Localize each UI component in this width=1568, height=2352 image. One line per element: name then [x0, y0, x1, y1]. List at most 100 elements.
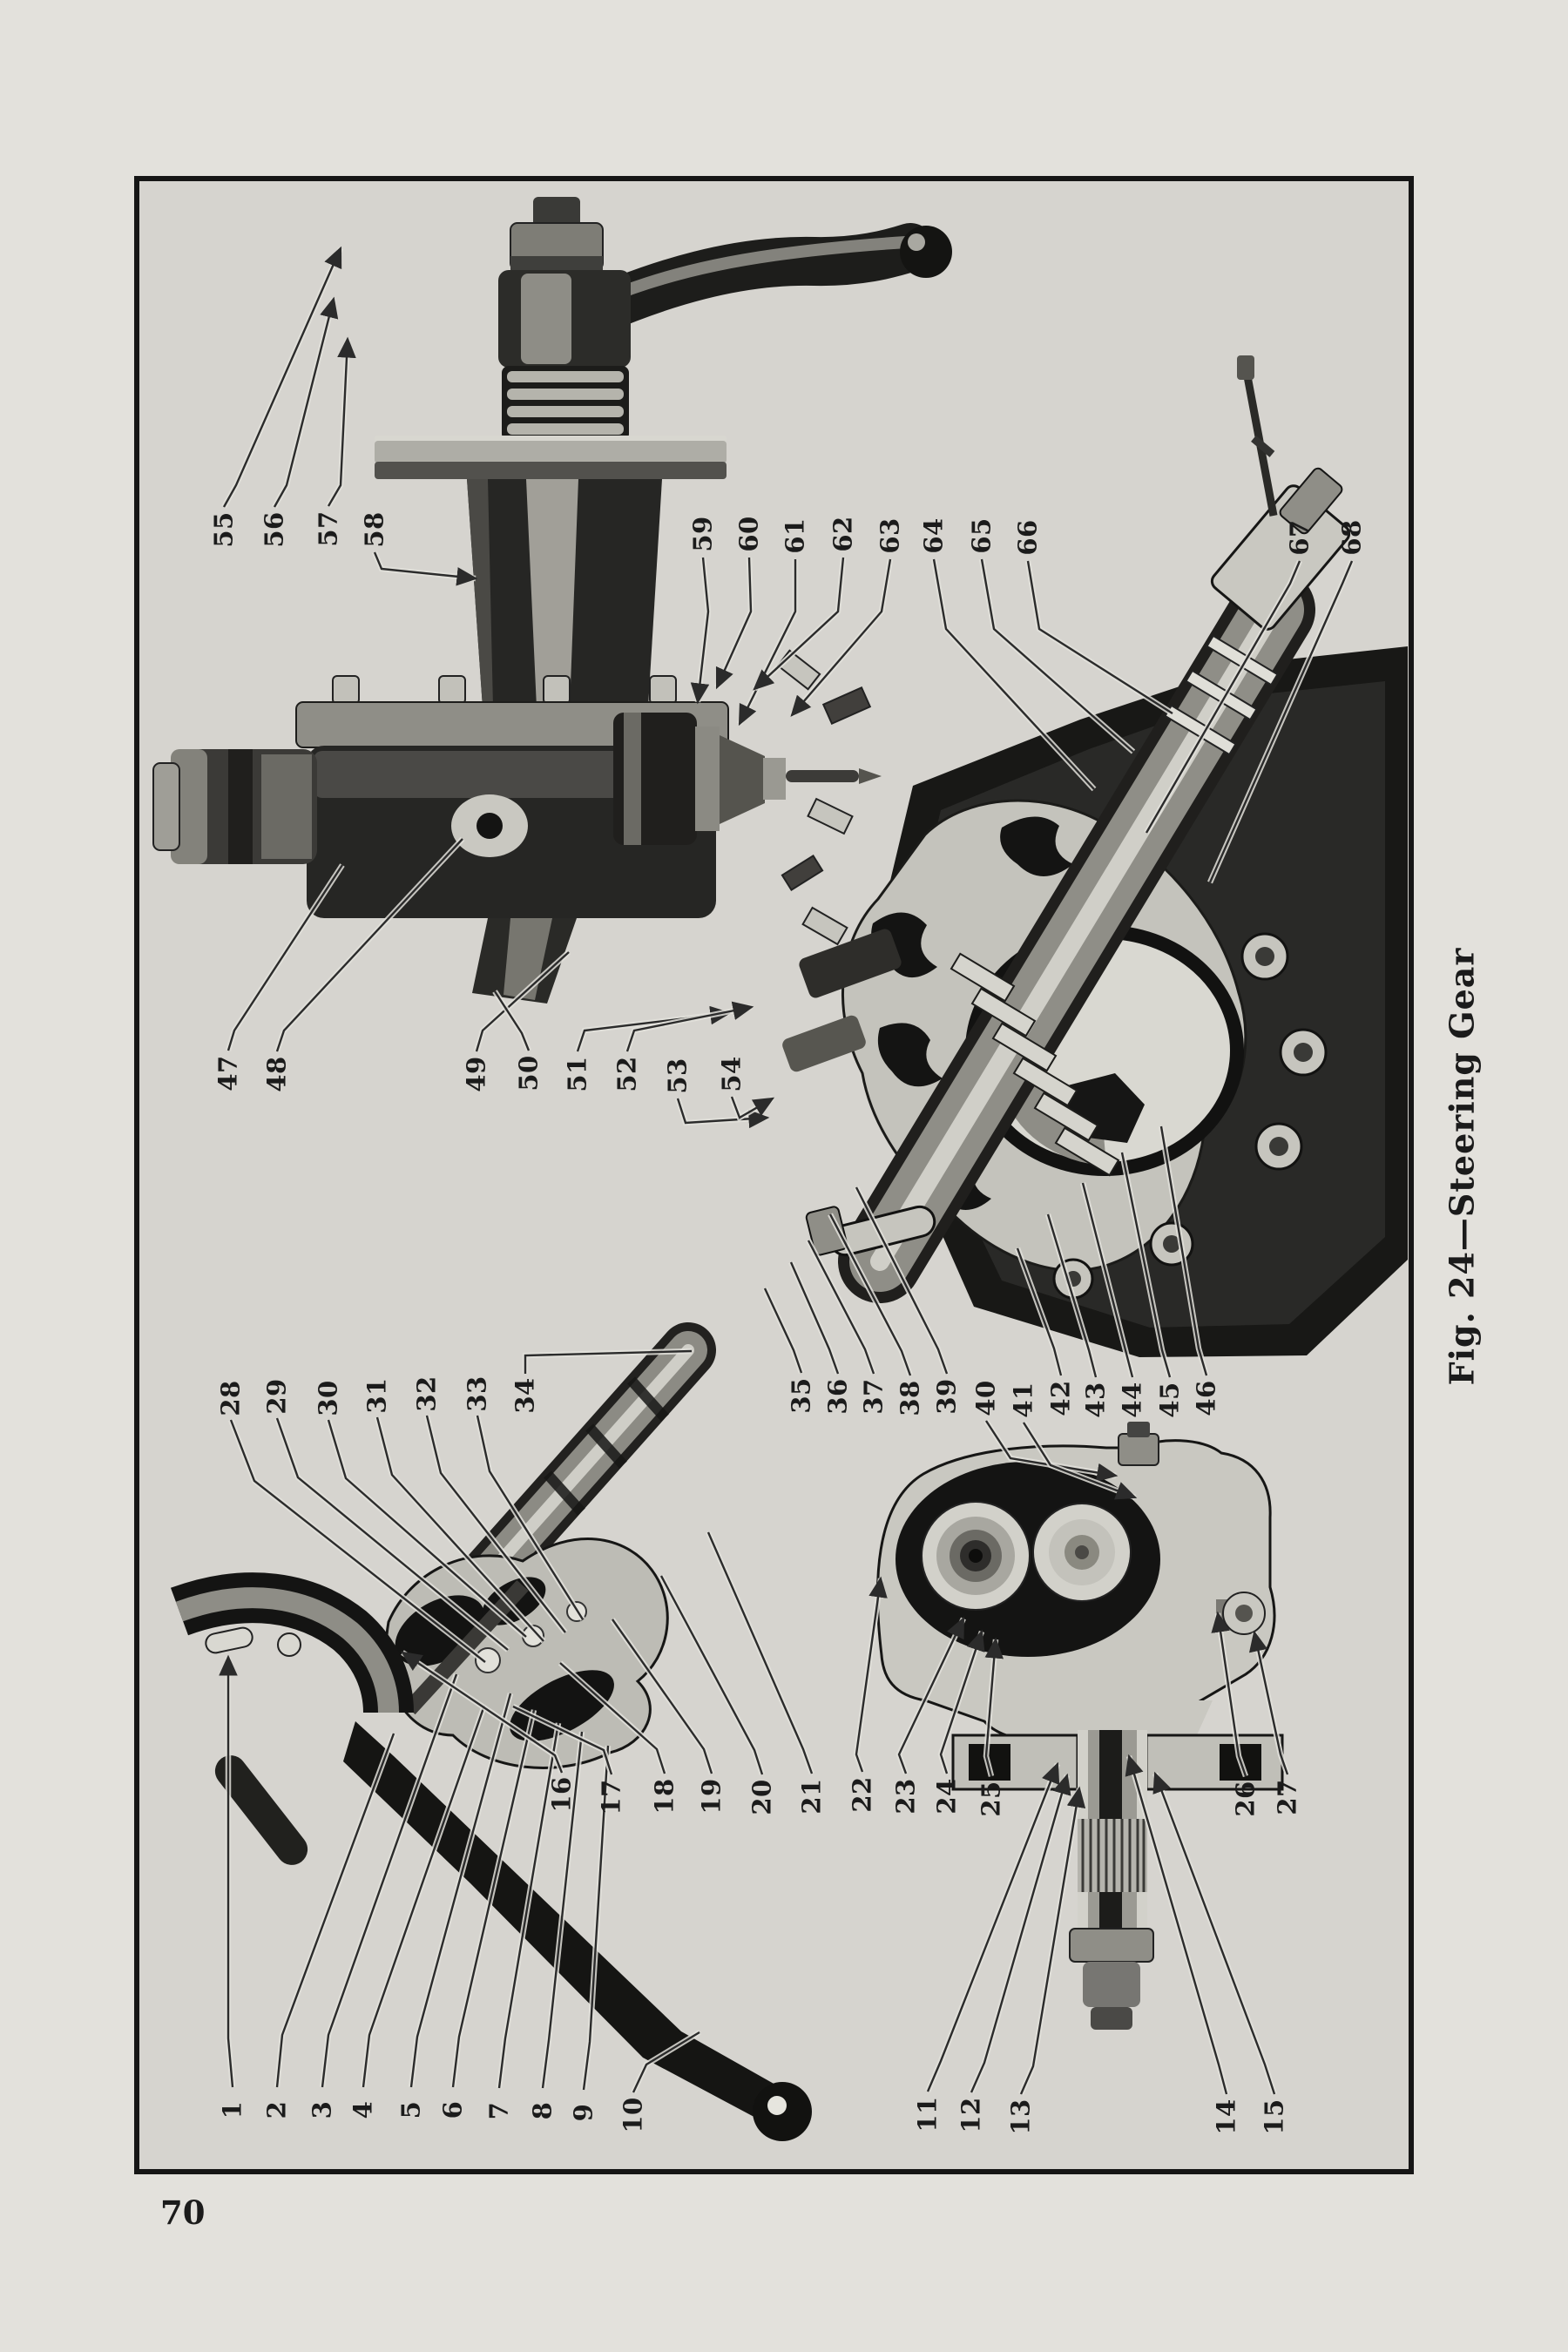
- callout-41: 41: [1008, 1382, 1038, 1418]
- callout-48: 48: [261, 1056, 292, 1092]
- leader-line-22: [855, 1576, 888, 1773]
- leader-line-24: [939, 1629, 985, 1774]
- leader-line-2: [275, 1733, 395, 2088]
- leader-line-39: [855, 1186, 949, 1375]
- leader-line-10: [632, 2031, 700, 2093]
- leader-line-67: [1145, 560, 1301, 834]
- leader-line-5: [409, 1693, 512, 2088]
- callout-34: 34: [510, 1377, 540, 1414]
- leader-line-57: [327, 336, 356, 507]
- photo-steering-gear-assembly: [152, 197, 952, 1004]
- leader-line-14: [1125, 1754, 1228, 2095]
- callout-64: 64: [918, 517, 949, 554]
- leader-line-4: [362, 1705, 486, 2088]
- leader-line-37: [807, 1240, 875, 1375]
- leader-line-63: [790, 558, 892, 717]
- leader-line-36: [789, 1261, 840, 1375]
- leader-line-49: [475, 951, 570, 1052]
- callout-68: 68: [1336, 519, 1367, 556]
- leader-line-66: [1026, 560, 1173, 715]
- callout-6: 6: [437, 2100, 468, 2119]
- callout-62: 62: [828, 516, 858, 552]
- callout-42: 42: [1045, 1380, 1076, 1416]
- callout-45: 45: [1154, 1382, 1185, 1418]
- callout-20: 20: [747, 1779, 777, 1815]
- callout-46: 46: [1191, 1380, 1221, 1416]
- callout-28: 28: [215, 1380, 246, 1416]
- leader-line-1: [219, 1654, 238, 2088]
- leader-line-46: [1159, 1125, 1208, 1376]
- callout-36: 36: [822, 1378, 853, 1415]
- leader-lines: [219, 246, 1355, 2096]
- callout-57: 57: [313, 510, 343, 547]
- callout-33: 33: [462, 1375, 492, 1412]
- leader-line-68: [1208, 560, 1354, 883]
- callout-55: 55: [208, 511, 239, 548]
- leader-line-50: [493, 990, 531, 1051]
- callout-19: 19: [696, 1778, 727, 1815]
- callout-38: 38: [895, 1380, 925, 1416]
- callout-21: 21: [796, 1778, 827, 1815]
- callout-66: 66: [1012, 519, 1043, 556]
- leader-line-13: [1019, 1786, 1086, 2095]
- leader-line-54: [730, 1096, 775, 1119]
- leader-line-20: [659, 1575, 764, 1775]
- callout-14: 14: [1211, 2099, 1241, 2135]
- callout-43: 43: [1080, 1382, 1111, 1418]
- leader-line-40: [984, 1420, 1119, 1483]
- callout-8: 8: [527, 2101, 558, 2120]
- leader-line-25: [984, 1637, 1004, 1777]
- callout-40: 40: [970, 1380, 1001, 1416]
- leader-line-27: [1248, 1630, 1289, 1775]
- callout-67: 67: [1284, 519, 1315, 556]
- callout-16: 16: [546, 1776, 577, 1813]
- callout-27: 27: [1272, 1779, 1302, 1815]
- callout-32: 32: [411, 1375, 442, 1412]
- photo-column-lower-end: [170, 1322, 812, 2141]
- leader-line-33: [476, 1415, 585, 1620]
- leader-line-12: [970, 1773, 1071, 2093]
- leader-line-15: [1152, 1771, 1276, 2095]
- photo-housing-cross-section: [875, 1422, 1284, 2030]
- callout-59: 59: [687, 516, 718, 552]
- figure-caption: Fig. 24—Steering Gear: [1442, 947, 1482, 1386]
- callout-35: 35: [786, 1377, 816, 1414]
- leader-line-43: [1046, 1213, 1098, 1378]
- leader-line-60: [715, 557, 753, 690]
- leader-line-8: [541, 1731, 584, 2089]
- callout-13: 13: [1005, 2099, 1036, 2135]
- callout-58: 58: [359, 511, 389, 548]
- callout-56: 56: [259, 511, 289, 548]
- leader-line-19: [612, 1619, 713, 1774]
- callout-7: 7: [483, 2101, 514, 2120]
- leader-line-48: [275, 838, 463, 1052]
- callout-25: 25: [976, 1781, 1006, 1817]
- callout-26: 26: [1230, 1781, 1260, 1817]
- leader-line-47: [226, 864, 344, 1051]
- callout-52: 52: [612, 1056, 642, 1092]
- leader-line-21: [706, 1531, 814, 1774]
- leader-line-23: [897, 1616, 965, 1774]
- leader-line-32: [425, 1415, 566, 1633]
- leader-line-38: [828, 1213, 912, 1376]
- leader-line-64: [932, 558, 1095, 790]
- photo-gear-cutaway: [782, 355, 1408, 1357]
- callout-22: 22: [847, 1776, 877, 1813]
- leader-line-34: [524, 1349, 693, 1374]
- callout-53: 53: [662, 1058, 693, 1094]
- callout-24: 24: [931, 1778, 962, 1815]
- leader-line-55: [222, 246, 342, 508]
- leader-line-56: [273, 296, 339, 508]
- leader-line-31: [375, 1416, 544, 1642]
- leader-line-18: [559, 1662, 666, 1774]
- leader-line-16: [401, 1651, 564, 1774]
- callout-23: 23: [890, 1778, 921, 1815]
- callout-63: 63: [875, 517, 905, 554]
- callout-9: 9: [568, 2103, 598, 2122]
- callout-49: 49: [461, 1056, 491, 1092]
- callout-29: 29: [261, 1378, 292, 1415]
- callout-15: 15: [1259, 2099, 1289, 2135]
- leader-line-62: [753, 557, 845, 691]
